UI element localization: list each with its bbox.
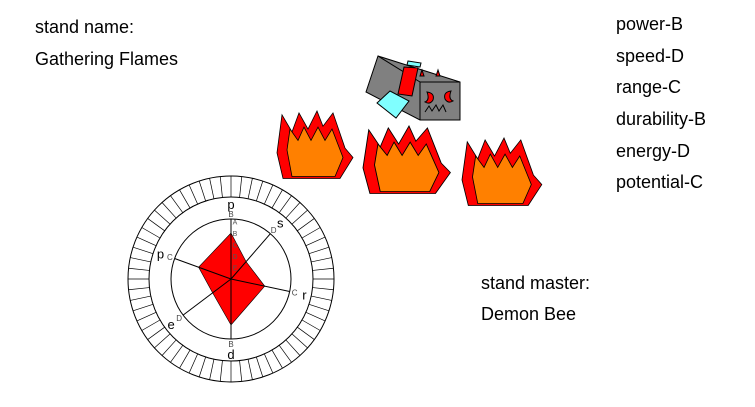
ring-tick [291,209,308,225]
ring-tick [311,295,332,301]
ring-tick [170,345,184,363]
ring-tick [278,195,292,213]
scale-label: C [232,243,237,250]
axis-label: p [157,246,164,261]
stat-speed: speed-D [616,46,685,66]
ring-tick [188,184,198,205]
axis-label: r [302,288,307,303]
ring-tick [209,178,215,199]
stat-potential: potential-C [616,172,704,192]
ring-tick [198,356,206,378]
ring-tick [264,184,274,205]
ring-tick [278,345,292,363]
flame [362,125,451,194]
scale-label: A [233,220,238,227]
axis-line [182,278,232,316]
ring-tick [128,267,150,271]
scale-label: B [233,231,238,238]
ring-tick [301,319,321,331]
ring-tick [264,353,274,374]
rank-label: C [167,253,173,262]
ring-tick [305,312,326,322]
ring-tick [130,257,151,263]
ring-tick [147,326,165,340]
ring-tick [312,267,334,271]
flame [461,137,543,206]
ring-tick [239,176,243,198]
ring-tick [297,326,315,340]
ring-tick [132,304,154,312]
ring-tick [141,319,161,331]
ring-tick [188,353,198,374]
ring-tick [308,304,330,312]
ring-tick [247,178,253,199]
ring-tick [154,209,171,225]
ring-tick [247,359,253,380]
ring-tick [128,287,150,291]
ring-tick [271,189,283,209]
axis-line [174,258,232,280]
box-creature [365,55,461,121]
ring-tick [256,180,264,202]
flame-inner [286,126,344,177]
ring-tick [170,195,184,213]
ring-tick [179,349,191,369]
ring-tick [141,227,161,239]
ring-tick [308,246,330,254]
flames [276,110,543,206]
ring-tick [297,218,315,232]
stat-range: range-C [616,77,682,97]
stand-master-label: stand master: [481,273,591,293]
axis-line [230,233,271,280]
ring-tick [161,339,177,356]
ring-tick [209,359,215,380]
scale-label: D [232,254,237,261]
ring-tick [271,349,283,369]
flame [276,110,354,179]
flame-inner [472,153,532,204]
stat-power: power-B [616,14,684,34]
ring-tick [179,189,191,209]
ring-tick [219,176,223,198]
rank-label: D [271,226,277,235]
rank-label: B [228,340,233,349]
ring-tick [305,236,326,246]
ring-tick [311,257,332,263]
ring-tick [239,360,243,382]
ring-tick [285,202,301,219]
ring-tick [130,295,151,301]
rank-label: D [176,314,182,323]
stand-name-value: Gathering Flames [35,49,179,69]
stand-name-label: stand name: [35,17,135,37]
axis-label: e [167,317,174,332]
stat-durability: durability-B [616,109,707,129]
axis-label: s [277,215,284,230]
ring-tick [219,360,223,382]
ring-tick [136,312,157,322]
ring-tick [256,356,264,378]
ring-tick [132,246,154,254]
axis-label: d [227,347,234,362]
stand-master-value: Demon Bee [481,304,577,324]
ring-tick [285,339,301,356]
stat-energy: energy-D [616,141,691,161]
rank-label: C [292,289,298,298]
ring-tick [147,218,165,232]
ring-tick [301,227,321,239]
ring-tick [198,180,206,202]
ring-tick [161,202,177,219]
ring-tick [312,287,334,291]
ring-tick [291,333,308,349]
axis-label: p [227,197,234,212]
ring-tick [154,333,171,349]
flame-inner [374,141,440,192]
ring-tick [136,236,157,246]
rank-label: B [228,210,233,219]
scale-label: E [233,266,238,273]
axis-line [230,278,290,292]
